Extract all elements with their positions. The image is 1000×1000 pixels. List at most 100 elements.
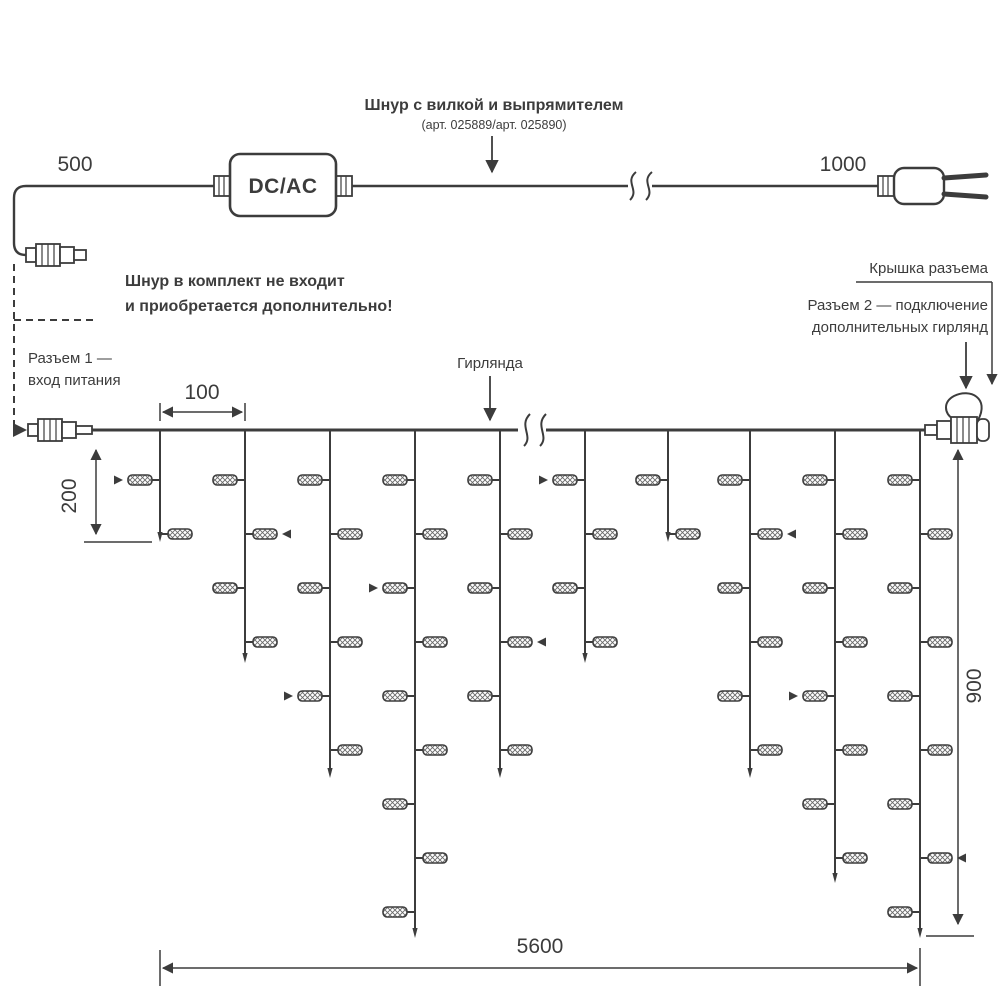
drop-tip bbox=[242, 653, 248, 663]
drop-tip bbox=[327, 768, 333, 778]
dim-100-label: 100 bbox=[184, 381, 219, 404]
connector2-label-line1: Разъем 2 — подключение bbox=[807, 297, 988, 314]
mains-plug-icon bbox=[877, 166, 989, 206]
led-bulb bbox=[927, 744, 953, 756]
flash-marker-icon bbox=[787, 529, 796, 539]
optional-cord-route bbox=[13, 264, 98, 424]
led-bulb bbox=[552, 474, 578, 486]
icicle-drop bbox=[284, 430, 363, 778]
led-bulb bbox=[167, 528, 193, 540]
drop-tip bbox=[412, 928, 418, 938]
led-bulb bbox=[802, 582, 828, 594]
led-bulb bbox=[887, 582, 913, 594]
led-bulb bbox=[675, 528, 701, 540]
flash-marker-icon bbox=[114, 475, 123, 485]
power-cord-assembly bbox=[12, 152, 989, 267]
led-bulb bbox=[382, 690, 408, 702]
led-bulb bbox=[927, 852, 953, 864]
led-bulb bbox=[842, 636, 868, 648]
cable-break-icon bbox=[629, 171, 653, 201]
led-bulb bbox=[212, 474, 238, 486]
icicle-drop bbox=[789, 430, 868, 883]
note-line2: и приобретается дополнительно! bbox=[125, 298, 393, 315]
led-bulb bbox=[422, 528, 448, 540]
led-bulb bbox=[382, 474, 408, 486]
led-bulb bbox=[887, 798, 913, 810]
dimension-5600 bbox=[159, 948, 921, 986]
led-bulb bbox=[887, 474, 913, 486]
led-bulb bbox=[252, 636, 278, 648]
led-bulb bbox=[422, 744, 448, 756]
dim-500-label: 500 bbox=[57, 153, 92, 176]
icicle-drop bbox=[369, 430, 448, 938]
led-bulb bbox=[337, 744, 363, 756]
led-bulb bbox=[297, 474, 323, 486]
garland-input-connector-icon bbox=[27, 418, 93, 442]
led-bulb bbox=[802, 690, 828, 702]
led-bulb bbox=[422, 852, 448, 864]
led-bulb bbox=[842, 852, 868, 864]
led-bulb bbox=[802, 798, 828, 810]
flash-marker-icon bbox=[537, 637, 546, 647]
led-bulb bbox=[252, 528, 278, 540]
led-bulb bbox=[717, 582, 743, 594]
dimension-900 bbox=[926, 448, 974, 937]
led-bulb bbox=[757, 528, 783, 540]
led-bulb bbox=[467, 690, 493, 702]
led-bulb bbox=[842, 528, 868, 540]
dc-ac-converter bbox=[213, 152, 353, 218]
led-bulb bbox=[887, 906, 913, 918]
icicle-drop bbox=[635, 430, 701, 542]
dim-1000-label: 1000 bbox=[820, 153, 867, 176]
led-bulb bbox=[382, 906, 408, 918]
flash-marker-icon bbox=[369, 583, 378, 593]
flash-marker-icon bbox=[282, 529, 291, 539]
icicle-drop bbox=[887, 430, 966, 938]
garland-end-connector-icon bbox=[924, 392, 990, 444]
icicle-drop bbox=[114, 430, 193, 542]
dim-5600-label: 5600 bbox=[517, 935, 564, 958]
connector2-label-line2: дополнительных гирлянд bbox=[812, 319, 988, 336]
led-bulb bbox=[467, 474, 493, 486]
led-bulb bbox=[802, 474, 828, 486]
garland-label: Гирлянда bbox=[457, 355, 523, 372]
connector1-label-line1: Разъем 1 — bbox=[28, 350, 112, 367]
led-bulb bbox=[507, 744, 533, 756]
led-bulb bbox=[717, 690, 743, 702]
led-bulb bbox=[212, 582, 238, 594]
led-bulb bbox=[592, 528, 618, 540]
led-bulb bbox=[887, 690, 913, 702]
led-bulb bbox=[337, 636, 363, 648]
led-bulb bbox=[635, 474, 661, 486]
led-bulb bbox=[507, 528, 533, 540]
led-bulb bbox=[422, 636, 448, 648]
icicle-drop bbox=[717, 430, 796, 778]
led-bulb bbox=[552, 582, 578, 594]
led-bulb bbox=[927, 528, 953, 540]
led-bulb bbox=[337, 528, 363, 540]
cord-subtitle: (арт. 025889/арт. 025890) bbox=[421, 118, 566, 132]
garland-assembly bbox=[27, 392, 990, 447]
led-bulb bbox=[927, 636, 953, 648]
drop-tip bbox=[582, 653, 588, 663]
route-arrowhead bbox=[13, 423, 27, 437]
converter-label: DC/AC bbox=[249, 175, 318, 198]
cap-tether-loop bbox=[945, 392, 983, 421]
dimension-100 bbox=[159, 403, 246, 421]
power-input-connector-icon bbox=[25, 243, 87, 267]
led-bulb bbox=[842, 744, 868, 756]
led-bulb bbox=[592, 636, 618, 648]
note-line1: Шнур в комплект не входит bbox=[125, 273, 345, 290]
cord-wire-left bbox=[12, 184, 214, 257]
icicle-drop bbox=[467, 430, 546, 778]
flash-marker-icon bbox=[789, 691, 798, 701]
cord-title: Шнур с вилкой и выпрямителем bbox=[365, 97, 624, 114]
led-bulb bbox=[127, 474, 153, 486]
icicle-drops-layer bbox=[114, 430, 966, 938]
drop-tip bbox=[832, 873, 838, 883]
led-bulb bbox=[297, 690, 323, 702]
drop-tip bbox=[497, 768, 503, 778]
flash-marker-icon bbox=[539, 475, 548, 485]
icicle-drop bbox=[212, 430, 291, 663]
